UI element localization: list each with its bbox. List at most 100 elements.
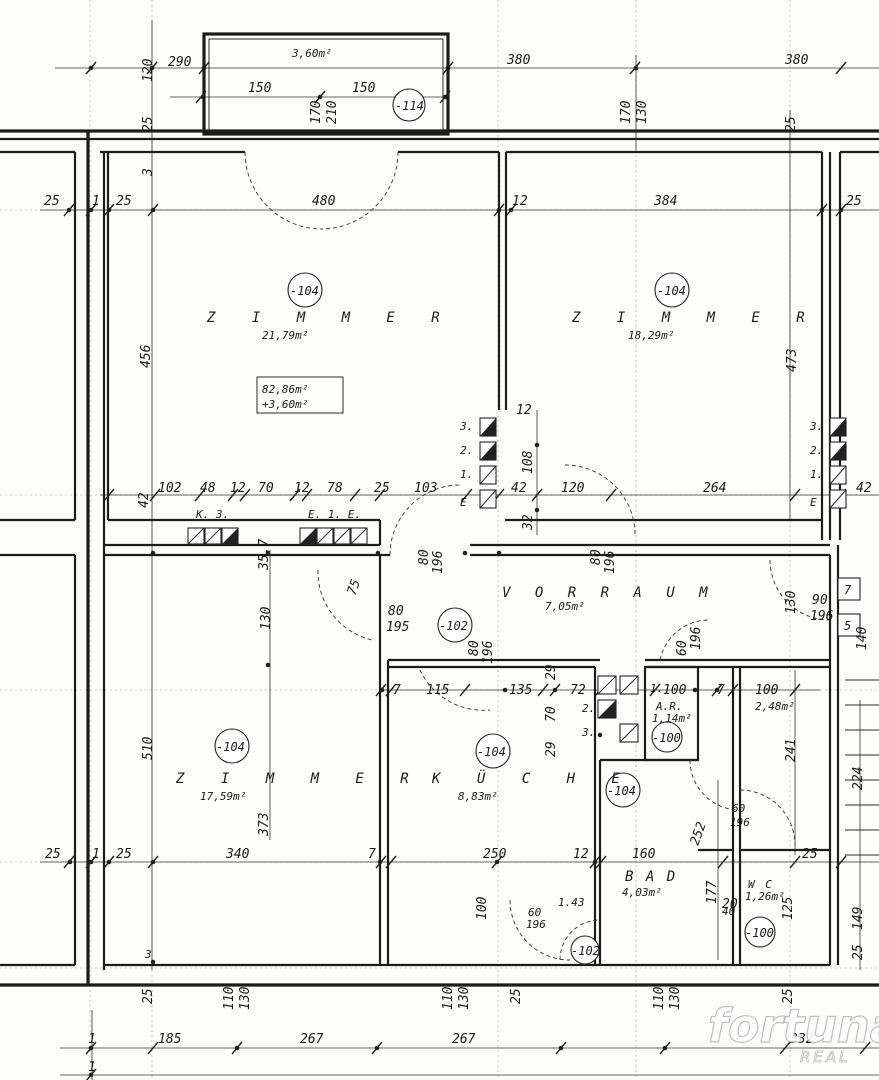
- dim-row2-78: 78: [327, 481, 343, 496]
- dim-row4-25a: 25: [45, 847, 61, 862]
- dim-wc-125: 125: [781, 896, 796, 920]
- dim-row2-120: 120: [561, 481, 585, 496]
- dim-balc-150a: 150: [248, 81, 272, 96]
- dim-mid-80b: 80: [589, 549, 604, 565]
- dim-row1-480: 480: [312, 194, 336, 209]
- dim-balc-170: 170: [309, 100, 324, 124]
- dim-mid-32: 32: [521, 514, 536, 531]
- box-7-label: 7: [844, 583, 852, 597]
- room-2-name: Z I M M E R: [571, 310, 819, 326]
- dim-k-241: 241: [784, 739, 799, 762]
- dim-ll-373: 373: [257, 813, 272, 837]
- logo-real: REAL: [800, 1048, 851, 1066]
- dim-row3-7b: 7: [717, 683, 725, 698]
- vent-stack-re: E: [810, 496, 817, 509]
- room-1-name: Z I M M E R: [206, 310, 454, 326]
- dim-row3-7a: 7: [393, 683, 401, 698]
- dim-row1-1: 1: [92, 194, 100, 209]
- dim-bath-60: 60: [528, 906, 542, 919]
- dim-row2-42b: 42: [511, 481, 527, 496]
- box-5-label: 5: [844, 619, 851, 633]
- dim-balc-150b: 150: [352, 81, 376, 96]
- room-3-tag: -104: [216, 740, 245, 754]
- dim-right-25: 25: [784, 116, 799, 132]
- room-2-tag: -104: [657, 284, 686, 298]
- dim-row4-25c: 25: [802, 847, 818, 862]
- dim-row2-103: 103: [414, 481, 437, 496]
- vent-stack-r2: 2.: [810, 444, 823, 457]
- dim-vr-196d: 196: [810, 609, 834, 624]
- vent-left-label: K. 3.: [195, 508, 229, 521]
- room-1-tag: -104: [290, 284, 319, 298]
- vent-ar3-label: 3.: [581, 726, 595, 739]
- dim-vr-90: 90: [812, 593, 828, 608]
- vorraum-area: 7,05m²: [545, 600, 585, 613]
- dim-vr-80: 80: [388, 604, 404, 619]
- dim-mid-108: 108: [521, 450, 536, 474]
- dim-mid-12: 12: [516, 403, 532, 418]
- box-7: [837, 577, 861, 601]
- corridor-area: 2,48m²: [755, 700, 795, 713]
- dim-row1-12: 12: [512, 194, 528, 209]
- dim-row3-29a: 29: [544, 664, 559, 680]
- dim-row1-25c: 25: [846, 194, 862, 209]
- dim-bottom-267b: 267: [452, 1032, 476, 1047]
- dim-row2-70: 70: [258, 481, 274, 496]
- dim-bv-130c: 130: [668, 986, 683, 1010]
- dim-wc-149: 149: [851, 907, 866, 930]
- dim-ll-130: 130: [259, 606, 274, 630]
- dim-mid-357: 35.7: [257, 539, 272, 571]
- dim-bv-25c: 25: [781, 988, 796, 1004]
- dim-row2-12b: 12: [294, 481, 310, 496]
- dim-bv-25d: 25: [851, 944, 866, 960]
- bath-name: B A D: [625, 869, 677, 885]
- dim-bottom-1b: 1: [88, 1060, 96, 1075]
- dim-row2-12a: 12: [230, 481, 246, 496]
- room-3-area: 17,59m²: [200, 790, 246, 803]
- dim-row4-25b: 25: [116, 847, 132, 862]
- dim-bath-143: 1.43: [558, 896, 585, 909]
- wc-name: W C: [748, 878, 774, 891]
- dim-170-right: 170: [619, 100, 634, 124]
- dim-vr-196b: 196: [481, 640, 496, 664]
- dim-row2-264: 264: [703, 481, 726, 496]
- dim-row4-340: 340: [225, 847, 250, 862]
- dim-vr-196c: 196: [689, 626, 704, 650]
- level-tag-bubbles: [214, 88, 776, 965]
- dim-row3-29b: 29: [544, 741, 559, 757]
- kitchen-name: K Ü C H E: [431, 769, 634, 787]
- walls: [0, 129, 879, 987]
- dim-right-473: 473: [785, 349, 800, 372]
- dim-row1-25a: 25: [44, 194, 60, 209]
- dim-vr-130: 130: [784, 590, 799, 614]
- dim-130-right: 130: [635, 100, 650, 124]
- fortuna-logo: fortuna REAL: [707, 998, 879, 1066]
- balcony-extra-area: +3,60m²: [262, 398, 308, 411]
- vent-stack-r1: 1.: [810, 468, 823, 481]
- dim-bv-25a: 25: [141, 988, 156, 1004]
- dim-row4-250: 250: [483, 847, 507, 862]
- dim-vr-140: 140: [855, 626, 870, 650]
- vorraum-tag: -102: [439, 619, 468, 633]
- dim-bottom-185: 185: [158, 1032, 182, 1047]
- ar-name: A.R.: [655, 700, 683, 713]
- dim-bottom-1a: 1: [88, 1032, 96, 1047]
- dim-row1-384: 384: [653, 194, 677, 209]
- balcony-area: 3,60m²: [291, 47, 332, 60]
- vorraum-name: V O R R A U M: [502, 585, 716, 601]
- dim-row3-72: 72: [570, 683, 586, 698]
- dim-k-252: 252: [688, 820, 710, 847]
- dim-wc-196: 196: [730, 816, 750, 829]
- ar-tag: -100: [652, 731, 681, 745]
- dim-bath-100: 100: [475, 896, 490, 920]
- dim-top-120: 120: [141, 58, 156, 82]
- wc-area: 1,26m²: [745, 890, 785, 903]
- dim-row4-7: 7: [368, 847, 376, 862]
- box-5: [837, 613, 861, 637]
- vent-ar-label: 1.: [650, 682, 663, 695]
- dim-bv-110b: 110: [441, 986, 456, 1010]
- kitchen-tag: -104: [477, 745, 506, 759]
- dim-row4-1: 1: [92, 847, 100, 862]
- dim-vr-80b: 80: [467, 640, 482, 656]
